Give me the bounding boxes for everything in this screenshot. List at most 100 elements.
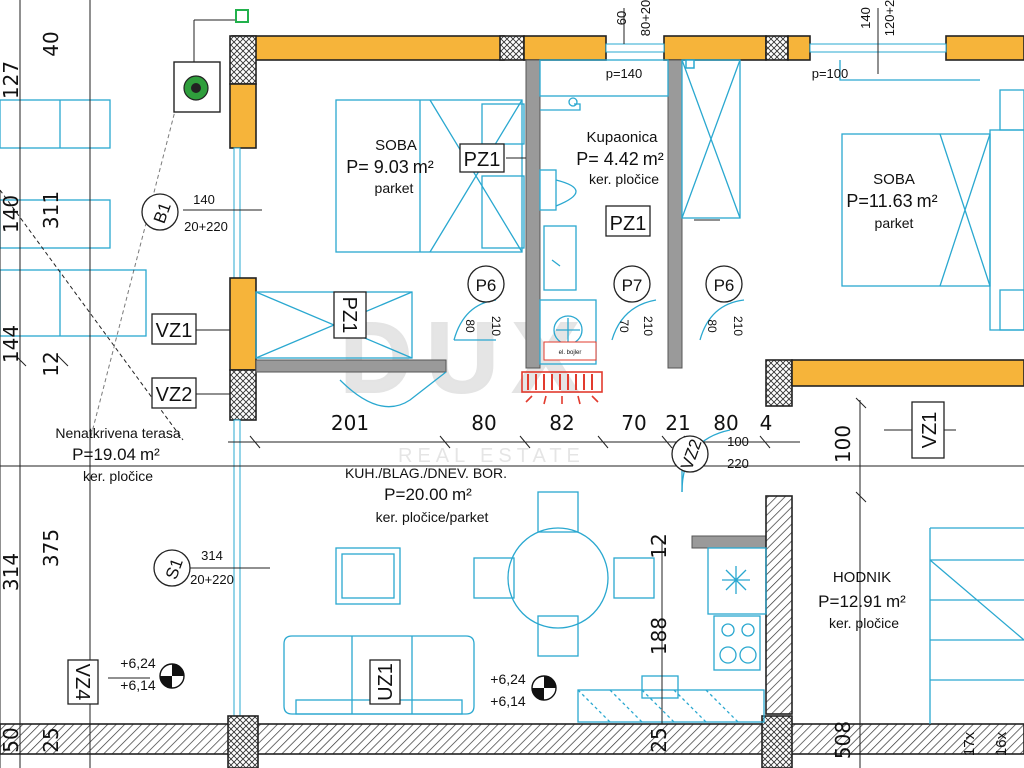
tag-pz1-c: PZ1 (338, 297, 360, 334)
vdim-314: 314 (0, 553, 23, 591)
door-dim-2a: 70 (617, 319, 631, 333)
room-floor: ker. pločice (83, 468, 153, 484)
vdim-144: 144 (0, 325, 23, 363)
hdim-4: 4 (760, 411, 773, 435)
top-dim-2: 80+20 (638, 0, 653, 36)
vz-dim-top: 100 (727, 434, 749, 449)
vent-shaft (173, 9, 695, 113)
stairs-count-2: 17x (961, 731, 978, 756)
box-tag-labels: PZ1 PZ1 PZ1 VZ1 VZ2 VZ4 UZ1 VZ1 (71, 149, 941, 701)
tag-p6-a: P6 (476, 276, 497, 295)
hdim-70: 70 (621, 411, 646, 435)
room-name: KUH./BLAG./DNEV. BOR. (345, 465, 507, 481)
elev2-bottom: +6,14 (490, 693, 526, 709)
vdim-375: 375 (39, 529, 63, 567)
vdim-50: 50 (0, 727, 23, 752)
vdim-508: 508 (831, 721, 855, 759)
washing-machine (539, 299, 597, 365)
vdim-12: 12 (39, 351, 63, 376)
elev1-bottom: +6,14 (120, 677, 156, 693)
room-name: HODNIK (833, 569, 891, 586)
room-name: SOBA (873, 171, 915, 188)
tag-vz1-a: VZ1 (156, 320, 193, 342)
room-name: Kupaonica (587, 129, 659, 146)
exterior-walls (0, 35, 1024, 768)
room-floor: ker. pločice (829, 615, 899, 631)
tag-circles (141, 193, 743, 587)
top-dim-4: 120+2 (882, 0, 897, 36)
hdim-80b: 80 (713, 411, 738, 435)
room-floor: ker. pločice/parket (376, 509, 489, 525)
parapet-label-1: p=140 (606, 66, 643, 81)
tag-boxes (67, 143, 945, 705)
hdim-82: 82 (549, 411, 574, 435)
tag-p7: P7 (622, 276, 643, 295)
elevation-marker-1 (159, 663, 185, 689)
vdim-12b: 12 (647, 533, 671, 558)
vdim-188: 188 (647, 617, 671, 655)
door-dim-1a: 80 (463, 319, 477, 333)
wardrobe-mid (681, 59, 741, 219)
vdim-127: 127 (0, 61, 23, 99)
elevation-marker-2 (531, 675, 557, 701)
vdim-25b: 25 (647, 727, 671, 752)
elev2-top: +6,24 (490, 671, 526, 687)
top-dim-1: 60 (614, 11, 629, 25)
vdim-100: 100 (831, 425, 855, 463)
horizontal-dims: 201 80 82 70 21 80 4 (331, 411, 772, 435)
tag-pz1-b: PZ1 (610, 213, 647, 235)
top-dim-3: 140 (858, 7, 873, 29)
s1-dim-bottom: 20+220 (190, 572, 234, 587)
stairs-count-1: 16x (993, 731, 1010, 756)
door-dim-1b: 210 (489, 316, 503, 336)
tag-vz2: VZ2 (156, 384, 193, 406)
room-floor: ker. pločice (589, 171, 659, 187)
room-name: Nenatkrivena terasa (55, 425, 181, 441)
tag-vz4: VZ4 (71, 664, 93, 701)
room-name: SOBA (375, 137, 417, 154)
tag-vz1-b: VZ1 (919, 412, 941, 449)
door-dim-2b: 210 (641, 316, 655, 336)
b1-dim-top: 140 (193, 192, 215, 207)
shower (543, 225, 577, 291)
toilet-tank (539, 169, 557, 211)
tag-uz1: UZ1 (375, 663, 397, 701)
room-floor: parket (875, 215, 914, 231)
tag-pz1-a: PZ1 (464, 149, 501, 171)
dining-table (507, 527, 609, 629)
door-dim-3a: 80 (705, 319, 719, 333)
watermark-sub: REAL ESTATE (398, 445, 585, 467)
hdim-80: 80 (471, 411, 496, 435)
vdim-40: 40 (39, 31, 63, 56)
small-labels: p=140 p=100 140 20+220 314 20+220 100 22… (120, 0, 1010, 756)
tag-p6-b: P6 (714, 276, 735, 295)
heater: el. bojler (521, 341, 603, 405)
b1-dim-bottom: 20+220 (184, 219, 228, 234)
vertical-dims: 127 140 144 314 50 40 311 12 375 25 100 … (0, 31, 855, 759)
vdim-311: 311 (39, 191, 63, 229)
s1-dim-top: 314 (201, 548, 223, 563)
vdim-25: 25 (39, 727, 63, 752)
elev1-top: +6,24 (120, 655, 156, 671)
boiler-label: el. bojler (559, 350, 582, 356)
door-dim-3b: 210 (731, 316, 745, 336)
vz-dim-bottom: 220 (727, 456, 749, 471)
hdim-21: 21 (665, 411, 690, 435)
hdim-201: 201 (331, 411, 369, 435)
room-floor: parket (375, 180, 414, 196)
vdim-140: 140 (0, 195, 23, 233)
